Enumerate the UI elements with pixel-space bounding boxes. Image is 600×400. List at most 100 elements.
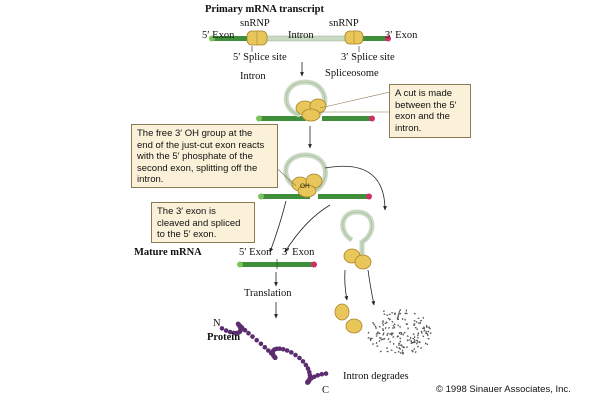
nucleotide-fragment — [404, 312, 407, 315]
nucleotide-fragment — [425, 326, 428, 328]
nucleotide-fragment — [382, 310, 385, 313]
nucleotide-fragment — [370, 337, 373, 340]
amino-acid-bead — [250, 334, 255, 339]
nucleotide-fragment — [412, 333, 415, 336]
nucleotide-fragment — [392, 326, 394, 330]
nucleotide-fragment — [387, 317, 390, 320]
amino-acid-bead — [300, 359, 306, 364]
nucleotide-fragment — [381, 321, 384, 325]
nucleotide-fragment — [367, 336, 370, 339]
nucleotide-fragment — [378, 332, 381, 335]
amino-acid-bead — [277, 346, 283, 352]
nucleotide-fragment — [428, 326, 431, 329]
nucleotide-fragment — [423, 327, 426, 330]
nucleotide-fragment — [402, 352, 405, 355]
nucleotide-fragment — [418, 322, 420, 325]
amino-acid-bead — [289, 350, 294, 355]
nucleotide-fragment — [367, 331, 370, 334]
amino-acid-bead — [315, 373, 321, 378]
nucleotide-fragment — [377, 332, 379, 335]
nucleotide-fragment — [399, 347, 401, 350]
mature-mrna-strand — [237, 259, 317, 269]
nucleotide-fragment — [409, 336, 412, 339]
intron-loop-label: Intron — [240, 71, 266, 82]
protein-label: Protein — [207, 332, 241, 343]
nucleotide-fragment — [429, 332, 432, 335]
nucleotide-fragment — [390, 332, 393, 335]
nucleotide-fragment — [413, 338, 416, 342]
nucleotide-fragment — [394, 351, 397, 354]
nucleotide-fragment — [382, 332, 385, 335]
nucleotide-fragment — [388, 318, 392, 321]
amino-acid-bead — [262, 345, 268, 350]
nucleotide-fragment — [398, 347, 400, 349]
nucleotide-fragment — [395, 346, 398, 349]
nucleotide-fragment — [401, 349, 404, 352]
snrnp-right-label: snRNP — [329, 18, 359, 29]
nucleotide-fragment — [397, 314, 400, 317]
splice-site-3-label: 3′ Splice site — [341, 52, 395, 63]
nucleotide-fragment — [391, 312, 394, 314]
nucleotide-fragment — [413, 340, 416, 343]
nucleotide-fragment — [383, 313, 386, 316]
nucleotide-fragment — [417, 317, 420, 319]
nucleotide-fragment — [410, 340, 412, 343]
nucleotide-fragment — [404, 318, 407, 321]
nucleotide-fragment — [413, 312, 416, 315]
nucleotide-fragment — [427, 334, 429, 337]
nucleotide-fragment — [378, 339, 381, 343]
nucleotide-fragment — [380, 338, 384, 341]
nucleotide-fragment — [386, 350, 389, 353]
nucleotide-fragment — [407, 327, 409, 330]
nucleotide-fragment — [399, 325, 401, 328]
nucleotide-fragment — [423, 329, 426, 332]
exon-5-label: 5′ Exon — [202, 30, 235, 41]
amino-acid-bead — [312, 374, 317, 380]
nucleotide-fragment — [410, 349, 413, 352]
nucleotide-fragment — [406, 339, 409, 342]
nucleotide-fragment — [397, 344, 400, 346]
exon-3-label: 3′ Exon — [385, 30, 418, 41]
nucleotide-fragment — [406, 346, 408, 349]
nucleotide-fragment — [415, 339, 418, 342]
nucleotide-fragment — [411, 341, 413, 344]
nucleotide-fragment — [422, 335, 425, 338]
nucleotide-fragment — [408, 339, 411, 341]
nucleotide-fragment — [384, 326, 387, 330]
amino-acid-bead — [293, 352, 298, 358]
nucleotide-fragment — [417, 336, 419, 339]
amino-acid-bead — [303, 362, 309, 368]
nucleotide-fragment — [419, 319, 423, 322]
nucleotide-fragment — [386, 332, 389, 335]
nucleotide-fragment — [405, 309, 408, 312]
nucleotide-fragment — [375, 327, 378, 329]
snrnp-right-icon — [344, 30, 364, 45]
amino-acid-bead — [319, 371, 325, 377]
nucleotide-fragment — [415, 342, 418, 345]
nucleotide-fragment — [414, 326, 417, 329]
amino-acid-bead — [254, 337, 259, 343]
nucleotide-fragment — [372, 322, 375, 324]
nucleotide-fragment — [393, 326, 396, 329]
nucleotide-fragment — [374, 325, 377, 328]
nucleotide-fragment — [400, 331, 403, 334]
amino-acid-bead — [266, 348, 271, 353]
nucleotide-fragment — [416, 345, 420, 348]
nucleotide-fragment — [421, 332, 423, 334]
nucleotide-fragment — [382, 337, 385, 340]
nucleotide-fragment — [380, 337, 382, 340]
amino-acid-bead — [242, 327, 248, 333]
nucleotide-fragment — [420, 347, 423, 350]
nucleotide-fragment — [397, 350, 400, 353]
nucleotide-fragment — [369, 339, 372, 342]
nucleotide-fragment — [397, 318, 399, 320]
nucleotide-fragment — [414, 350, 417, 354]
nucleotide-fragment — [417, 332, 420, 335]
lariat-stage: OH — [258, 152, 372, 200]
nucleotide-fragment — [413, 322, 416, 326]
intron-fragments — [367, 308, 432, 355]
mature-exon-3-label: 3′ Exon — [282, 247, 315, 258]
snrnp-recycled-icon — [334, 303, 363, 334]
nucleotide-fragment — [386, 314, 389, 316]
nucleotide-fragment — [413, 347, 416, 351]
